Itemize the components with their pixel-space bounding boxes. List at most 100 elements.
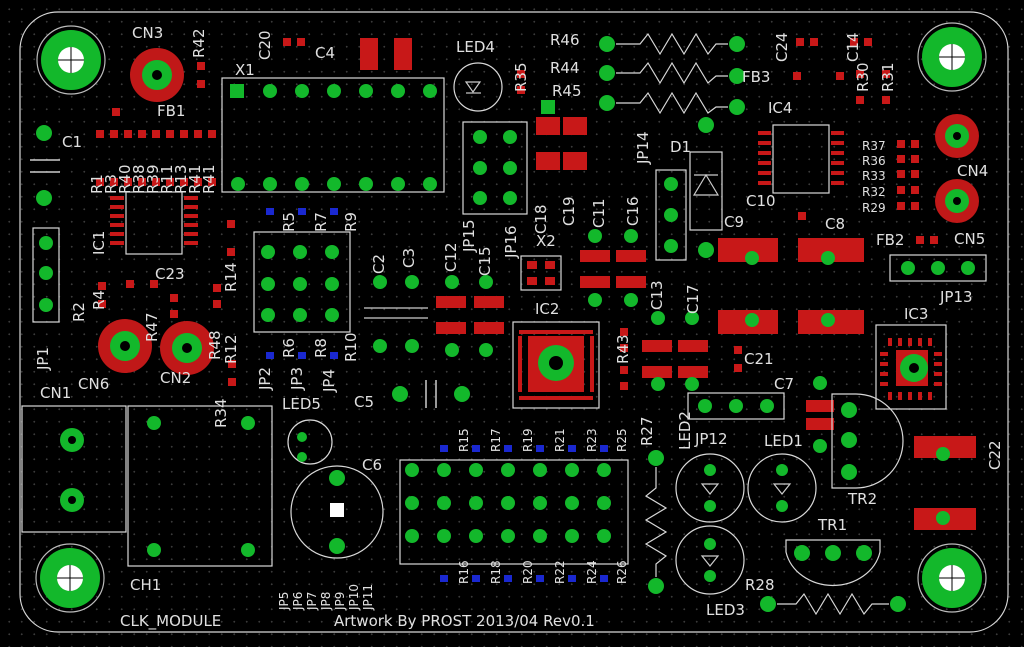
- label-led4: LED4: [456, 38, 495, 56]
- label-jp12: JP12: [694, 430, 728, 448]
- label-r9: R9: [342, 212, 360, 232]
- oscillator-x1: [221, 77, 445, 193]
- label-c16: C16: [624, 196, 642, 226]
- connector-cn3: [130, 48, 184, 102]
- ic1: [110, 191, 198, 255]
- label-cn3: CN3: [132, 24, 163, 42]
- label-jp15: JP15: [460, 219, 478, 253]
- label-jp14: JP14: [634, 131, 652, 165]
- label-c9: C9: [724, 213, 744, 231]
- label-jp4: JP4: [320, 369, 338, 393]
- label-jp13: JP13: [939, 288, 973, 306]
- jumper-jp14: [655, 169, 687, 261]
- label-c11: C11: [590, 198, 608, 228]
- label-r22: R22: [553, 560, 567, 584]
- artwork-credit: Artwork By PROST 2013/04 Rev0.1: [334, 612, 595, 630]
- label-r46: R46: [550, 31, 580, 49]
- label-r40: R40: [116, 164, 134, 194]
- label-d1: D1: [670, 138, 691, 156]
- mount-hole-bottom-right: [917, 543, 987, 613]
- label-r15: R15: [457, 428, 471, 452]
- label-c23: C23: [155, 265, 185, 283]
- board-title: CLK_MODULE: [120, 612, 221, 631]
- label-r43: R43: [614, 334, 632, 364]
- label-r5: R5: [280, 212, 298, 232]
- label-c12: C12: [442, 242, 460, 272]
- label-jp10: JP10: [347, 584, 361, 611]
- label-jp11: JP11: [361, 584, 375, 611]
- label-ic2: IC2: [535, 300, 559, 318]
- connector-cn1: [21, 405, 127, 533]
- label-cn5: CN5: [954, 230, 985, 248]
- label-c13: C13: [648, 280, 666, 310]
- label-r36: R36: [862, 154, 886, 168]
- label-r2: R2: [70, 302, 88, 322]
- label-r17: R17: [489, 428, 503, 452]
- label-r7: R7: [312, 212, 330, 232]
- label-c6: C6: [362, 456, 382, 474]
- label-r10: R10: [342, 332, 360, 362]
- label-c2: C2: [370, 254, 388, 274]
- label-c3: C3: [400, 248, 418, 268]
- connector-cn6: [98, 319, 152, 373]
- mount-hole-top-right: [917, 22, 987, 92]
- jumper-array-jp2-jp4: [253, 208, 351, 359]
- transistor-tr2: [831, 393, 904, 489]
- label-cn1: CN1: [40, 384, 71, 402]
- resistor-r45: [599, 91, 745, 115]
- label-r3: R3: [102, 174, 120, 194]
- label-r4: R4: [90, 290, 108, 310]
- label-r30: R30: [854, 62, 872, 92]
- capacitor-c13-c17: [642, 311, 708, 391]
- label-jp2: JP2: [256, 367, 274, 391]
- label-fb3: FB3: [742, 68, 770, 86]
- label-fb2: FB2: [876, 231, 904, 249]
- label-c24: C24: [773, 32, 791, 62]
- capacitor-c4: [360, 38, 412, 70]
- label-r48: R48: [206, 330, 224, 360]
- label-r35: R35: [512, 62, 530, 92]
- label-ch1: CH1: [130, 576, 161, 594]
- resistor-column-right: [897, 140, 919, 210]
- led5: [287, 419, 333, 465]
- led4: [453, 62, 503, 112]
- label-r21: R21: [553, 428, 567, 452]
- capacitor-c21-pair: [718, 310, 864, 334]
- label-r13: R13: [172, 164, 190, 194]
- label-r31: R31: [879, 62, 897, 92]
- mount-hole-bottom-left: [35, 543, 105, 613]
- label-r19: R19: [521, 428, 535, 452]
- label-fb1: FB1: [157, 102, 185, 120]
- label-jp9: JP9: [333, 592, 347, 611]
- resistor-r27: [644, 450, 668, 594]
- label-c22: C22: [986, 440, 1004, 470]
- label-r16: R16: [457, 560, 471, 584]
- label-tr2: TR2: [847, 490, 877, 508]
- oscillator-ch1: [127, 405, 273, 567]
- label-c21: C21: [744, 350, 774, 368]
- connector-cn4-a: [935, 114, 979, 158]
- transistor-tr1: [785, 539, 881, 586]
- label-jp1: JP1: [34, 347, 52, 371]
- jumper-jp15-jp16: [462, 121, 528, 215]
- label-led3: LED3: [706, 601, 745, 619]
- label-cn2: CN2: [160, 369, 191, 387]
- led3: [675, 525, 745, 595]
- jumper-jp1: [32, 227, 60, 323]
- mount-hole-top-left: [36, 25, 106, 95]
- label-r24: R24: [585, 560, 599, 584]
- label-c4: C4: [315, 44, 335, 62]
- label-c1: C1: [62, 133, 82, 151]
- label-jp6: JP6: [291, 592, 305, 611]
- label-ic3: IC3: [904, 305, 928, 323]
- label-r37: R37: [862, 139, 886, 153]
- label-jp8: JP8: [319, 592, 333, 611]
- label-r42: R42: [190, 28, 208, 58]
- label-c17: C17: [684, 284, 702, 314]
- label-r41: R41: [186, 164, 204, 194]
- label-r14: R14: [222, 262, 240, 292]
- label-x2: X2: [536, 232, 556, 250]
- ic4: [758, 124, 844, 194]
- label-r45: R45: [552, 82, 582, 100]
- label-x1: X1: [235, 61, 255, 79]
